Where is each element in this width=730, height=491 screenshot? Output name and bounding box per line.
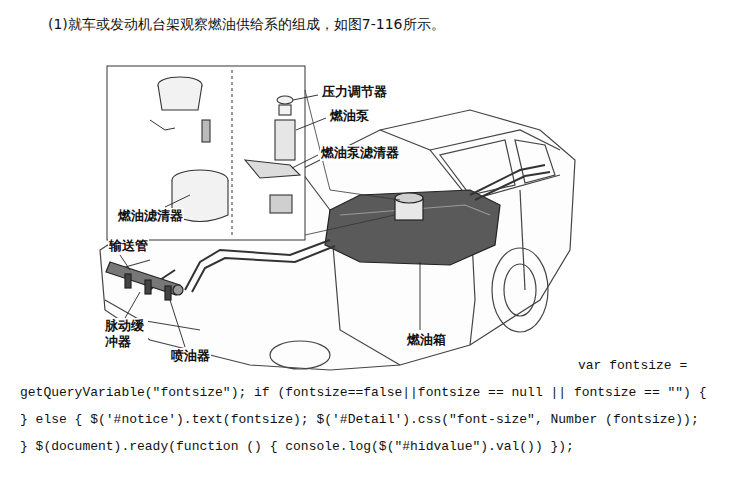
part-label: 燃油泵滤清器 xyxy=(320,145,400,161)
figure-title: (1)就车或发动机台架观察燃油供给系的组成，如图7-116所示。 xyxy=(48,16,445,33)
part-label: 压力调节器 xyxy=(321,84,388,100)
part-label: 燃油泵 xyxy=(329,108,370,124)
page-script-text: var fontsize = getQueryVariable("fontsiz… xyxy=(20,352,712,460)
part-label: 燃油箱 xyxy=(406,332,447,348)
part-label: 脉动缓冲器 xyxy=(104,318,148,349)
part-label: 输送管 xyxy=(108,238,149,254)
part-label: 燃油滤清器 xyxy=(117,208,184,224)
part-label: 喷油器 xyxy=(170,348,211,364)
